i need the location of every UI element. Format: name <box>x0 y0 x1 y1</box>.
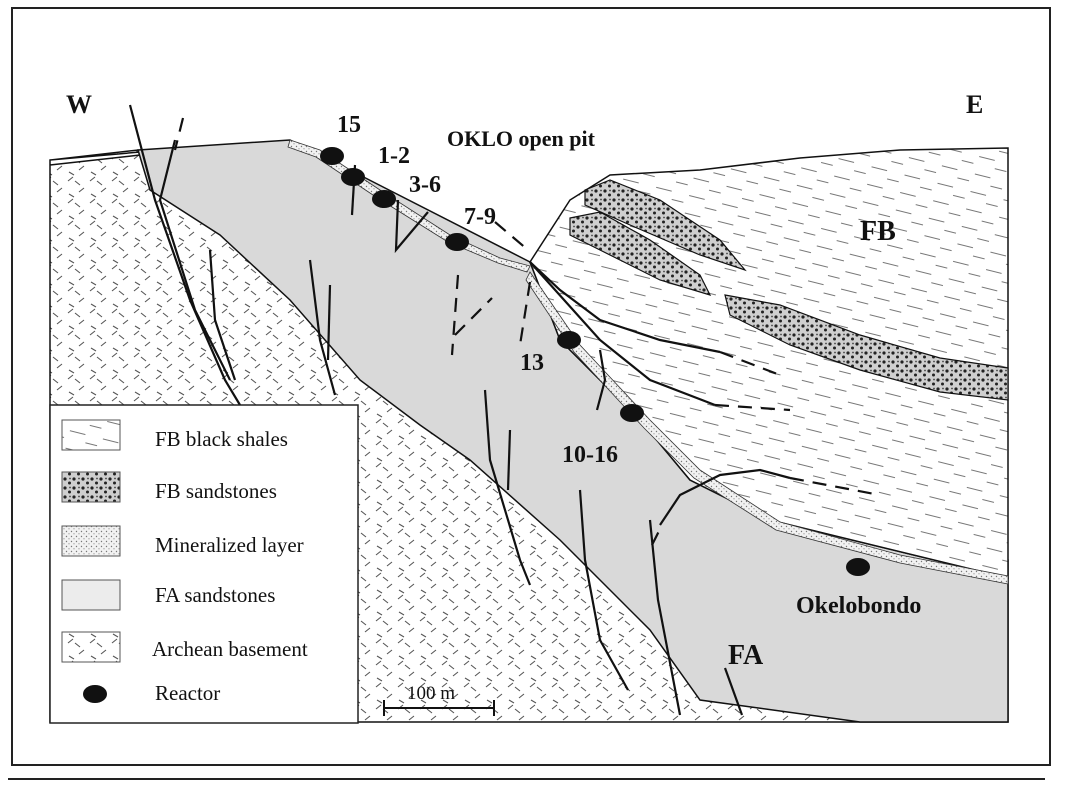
reactor-okelobondo-dot <box>846 558 870 576</box>
faults <box>128 104 791 716</box>
legend-swatch-fa-sandstone <box>61 579 121 611</box>
unit-label-fb: FB <box>860 216 896 247</box>
reactor-13-dot <box>557 331 581 349</box>
reactor-3-6-dot <box>372 190 396 208</box>
scale-bar-label: 100 m <box>407 683 455 704</box>
legend-swatch-black-shale <box>61 419 121 451</box>
direction-west: W <box>66 90 92 119</box>
reactor-label-1-2: 1-2 <box>378 143 410 169</box>
reactors <box>320 147 870 576</box>
legend-swatch-mineralized <box>61 525 121 557</box>
site-label-okelobondo: Okelobondo <box>796 593 921 619</box>
reactor-label-7-9: 7-9 <box>464 204 496 230</box>
mineralized-layer-lower <box>525 271 1009 585</box>
legend-swatch-reactor <box>83 685 107 703</box>
direction-east: E <box>966 90 983 119</box>
reactor-label-3-6: 3-6 <box>409 172 441 198</box>
reactor-label-10-16: 10-16 <box>562 442 618 468</box>
reactor-7-9-dot <box>445 233 469 251</box>
fb-sandstone-lens-lower <box>724 294 1009 401</box>
legend-label-mineralized: Mineralized layer <box>155 533 304 557</box>
legend-label-basement: Archean basement <box>152 637 308 661</box>
scale-bar: 100 m <box>383 683 495 716</box>
legend-box <box>49 404 359 724</box>
reactor-label-13: 13 <box>520 350 544 376</box>
legend-swatch-sandstone <box>61 471 121 503</box>
legend-label-reactor: Reactor <box>155 681 220 705</box>
legend-swatch-basement <box>61 631 121 663</box>
inferred-faults <box>173 117 881 546</box>
unit-label-fa: FA <box>728 640 764 671</box>
outer-frame <box>11 7 1051 766</box>
legend-label-black-shale: FB black shales <box>155 427 288 451</box>
reactor-1-2-dot <box>341 168 365 186</box>
legend-label-sandstone: FB sandstones <box>155 479 277 503</box>
fb-sandstone-lens-middle <box>569 211 712 296</box>
legend: FB black shales FB sandstones Mineralize… <box>49 404 359 724</box>
reactor-10-16-dot <box>620 404 644 422</box>
reactor-label-15: 15 <box>337 112 361 138</box>
legend-label-fa-sandstone: FA sandstones <box>155 583 275 607</box>
reactor-15-dot <box>320 147 344 165</box>
figure-title: OKLO open pit <box>447 126 596 151</box>
